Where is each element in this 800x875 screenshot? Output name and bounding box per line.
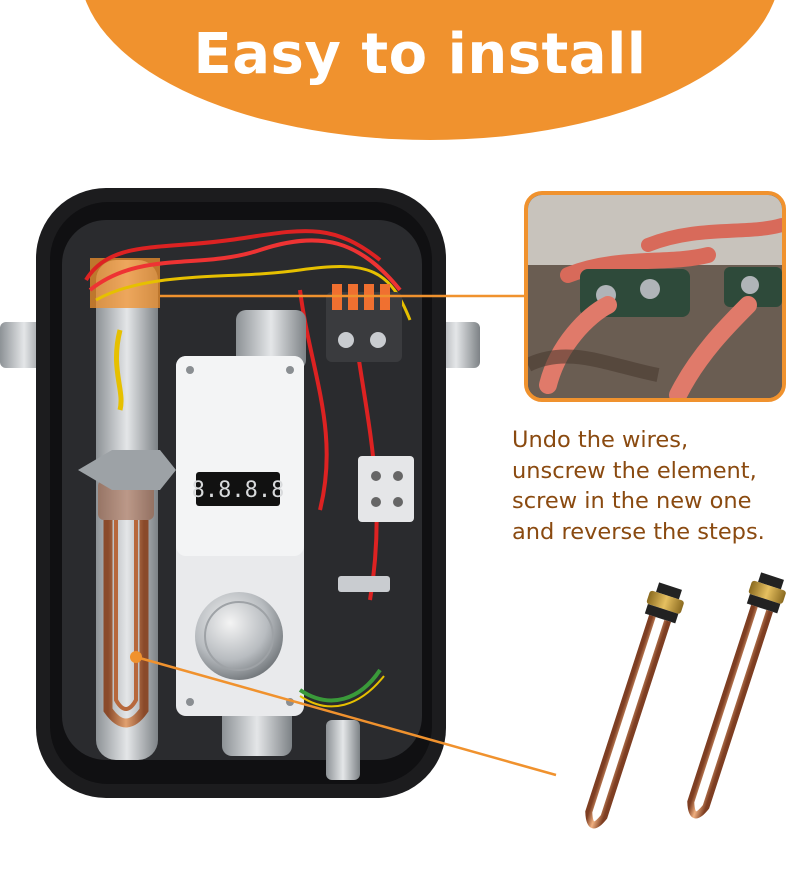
wiring-closeup-image — [524, 191, 786, 402]
caption-line: screw in the new one — [512, 488, 752, 514]
water-heater-image: 8.8.8.8 — [0, 188, 480, 798]
caption-line: and reverse the steps. — [512, 518, 765, 545]
page-title: Easy to install — [193, 22, 647, 87]
caption-line: unscrew the element, — [512, 457, 757, 484]
instruction-caption: Undo the wires, unscrew the element, scr… — [512, 425, 800, 547]
caption-line: Undo the wires, — [512, 427, 689, 453]
digital-readout: 8.8.8.8 — [192, 478, 285, 503]
replacement-elements-image — [585, 572, 786, 829]
